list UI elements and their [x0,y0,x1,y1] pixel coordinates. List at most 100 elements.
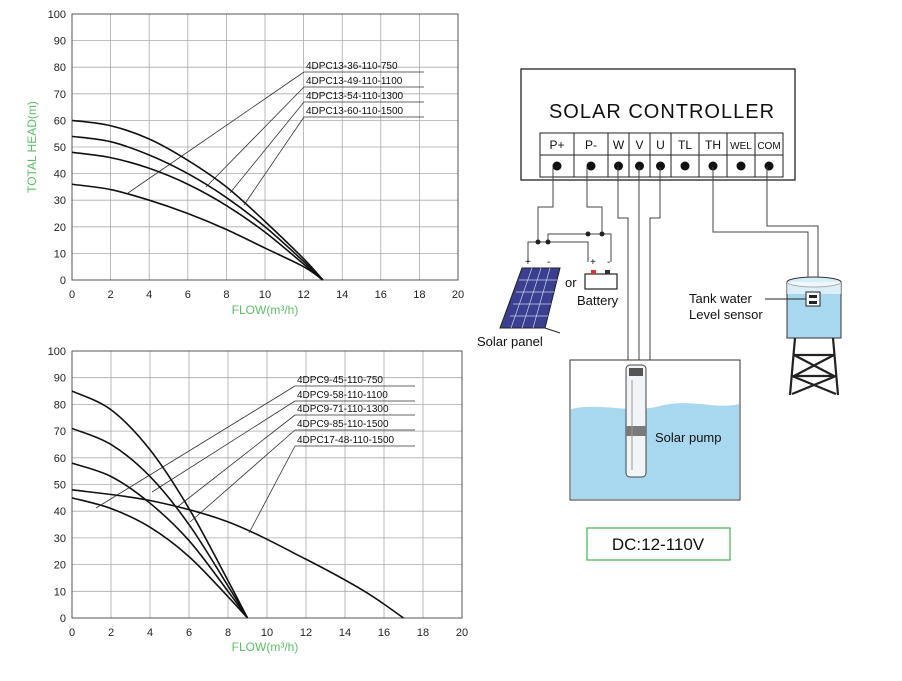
x-tick-label: 14 [336,289,348,301]
x-tick-label: 6 [186,627,192,639]
panel-plus-sign: + [525,257,531,268]
y-tick-label: 10 [54,586,66,598]
x-tick-label: 2 [108,289,114,301]
x-tick-label: 10 [259,289,271,301]
terminal-screw [708,161,718,171]
y-tick-label: 0 [60,275,66,287]
x-tick-label: 18 [413,289,425,301]
y-tick-label: 60 [54,453,66,465]
series-curve [71,183,324,281]
series-curve [71,390,249,619]
terminal-label: TL [678,138,692,152]
terminal-label: W [613,138,625,152]
x-tick-label: 20 [452,289,464,301]
x-tick-label: 6 [185,289,191,301]
y-tick-label: 40 [54,169,66,181]
series-curve [71,489,404,619]
x-tick-label: 8 [225,627,231,639]
y-tick-label: 100 [48,9,66,21]
battery-icon [584,270,618,290]
or-label: or [565,275,577,290]
plot-frame [71,350,463,619]
y-tick-label: 0 [60,613,66,625]
x-tick-label: 4 [147,627,153,639]
legend-entry: 4DPC13-36-110-750 [306,61,398,72]
terminal-screw [635,161,644,171]
terminal-screw [552,161,562,171]
y-tick-label: 60 [54,115,66,127]
solar-pump-icon [625,364,647,478]
plot-frame [71,13,459,281]
wire-battery-link [547,233,602,242]
series-curve [71,497,249,619]
terminal-label: P+ [549,138,564,152]
x-tick-label: 16 [375,289,387,301]
legend-leader-line [248,445,296,534]
terminal-label: P- [585,138,597,152]
x-axis-label: FLOW(m³/h) [232,640,299,654]
wire-com [766,167,819,292]
wire-th [712,167,809,292]
series-curve [71,119,324,281]
legend-leader-line [151,400,296,493]
terminal-screw [656,161,665,171]
x-tick-label: 10 [261,627,273,639]
terminal-screw [736,161,746,171]
well-box [569,359,741,501]
x-tick-label: 18 [417,627,429,639]
series-curve [71,135,324,281]
legend-leader-line [175,414,296,509]
battery-label: Battery [577,293,619,308]
x-tick-label: 0 [69,289,75,301]
terminal-screw [614,161,623,171]
controller-title: SOLAR CONTROLLER [549,101,775,123]
legend-entry: 4DPC9-45-110-750 [297,375,383,386]
y-tick-label: 70 [54,89,66,101]
terminal-label: COM [757,141,780,152]
x-tick-label: 14 [339,627,351,639]
terminal-screw [680,161,690,171]
water-tank [786,276,842,396]
voltage-label: DC:12-110V [612,535,705,554]
y-tick-label: 80 [54,399,66,411]
x-tick-label: 4 [146,289,152,301]
terminal-screw [764,161,774,171]
series-curve [71,427,249,619]
legend-entry: 4DPC13-49-110-1100 [306,76,403,87]
y-tick-label: 20 [54,560,66,572]
terminal-label: TH [705,138,721,152]
legend-entry: 4DPC9-58-110-1100 [297,390,388,401]
x-axis-label: FLOW(m³/h) [232,303,299,317]
y-tick-label: 100 [48,346,66,358]
legend-entry: 4DPC13-60-110-1500 [306,106,404,117]
y-tick-label: 20 [54,222,66,234]
wire-panel-link [538,241,589,262]
legend-leader-line [229,101,305,194]
terminal-label: U [656,138,665,152]
wire-p-minus [586,167,612,262]
wire-u [649,167,661,360]
legend-leader-line [189,429,296,523]
terminal-screw [586,161,596,171]
legend-entry: 4DPC9-85-110-1500 [297,419,389,430]
solar-pump-label: Solar pump [655,430,721,445]
legend-entry: 4DPC13-54-110-1300 [306,91,404,102]
x-tick-label: 12 [297,289,309,301]
legend-leader-line [205,86,305,188]
y-axis-label: TOTAL HEAD(m) [25,101,39,193]
x-tick-label: 8 [223,289,229,301]
voltage-box [586,527,731,561]
wire-p-plus [527,167,554,262]
panel-minus-sign: - [547,257,550,268]
series-curve [71,462,249,619]
y-tick-label: 10 [54,248,66,260]
tank-label-line2: Level sensor [689,307,763,322]
y-tick-label: 50 [54,480,66,492]
x-tick-label: 2 [108,627,114,639]
legend-entry: 4DPC17-48-110-1500 [297,435,395,446]
battery-plus-sign: + [590,257,596,268]
